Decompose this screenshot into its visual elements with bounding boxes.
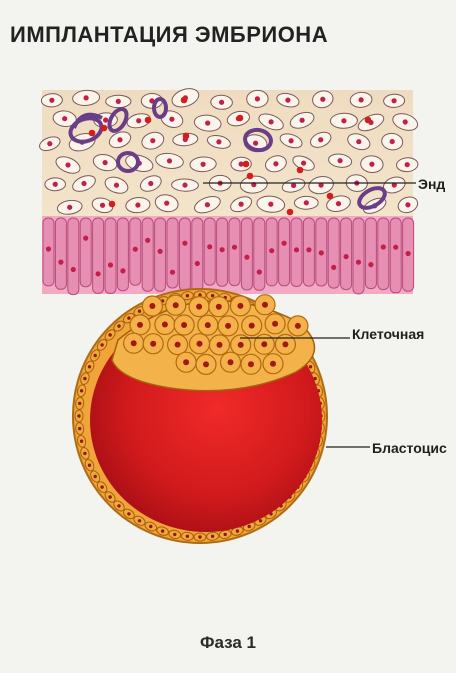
endometrial-epithelium — [42, 216, 414, 295]
label-blastocyst: Бластоцис — [372, 440, 456, 456]
label-endometrium: Энд — [418, 176, 456, 192]
label-cell-mass: Клеточная — [352, 326, 456, 342]
phase-label: Фаза 1 — [0, 633, 456, 653]
inner-cell-mass — [112, 295, 315, 391]
endometrium-stroma — [38, 85, 420, 220]
blastocyst — [73, 289, 327, 543]
